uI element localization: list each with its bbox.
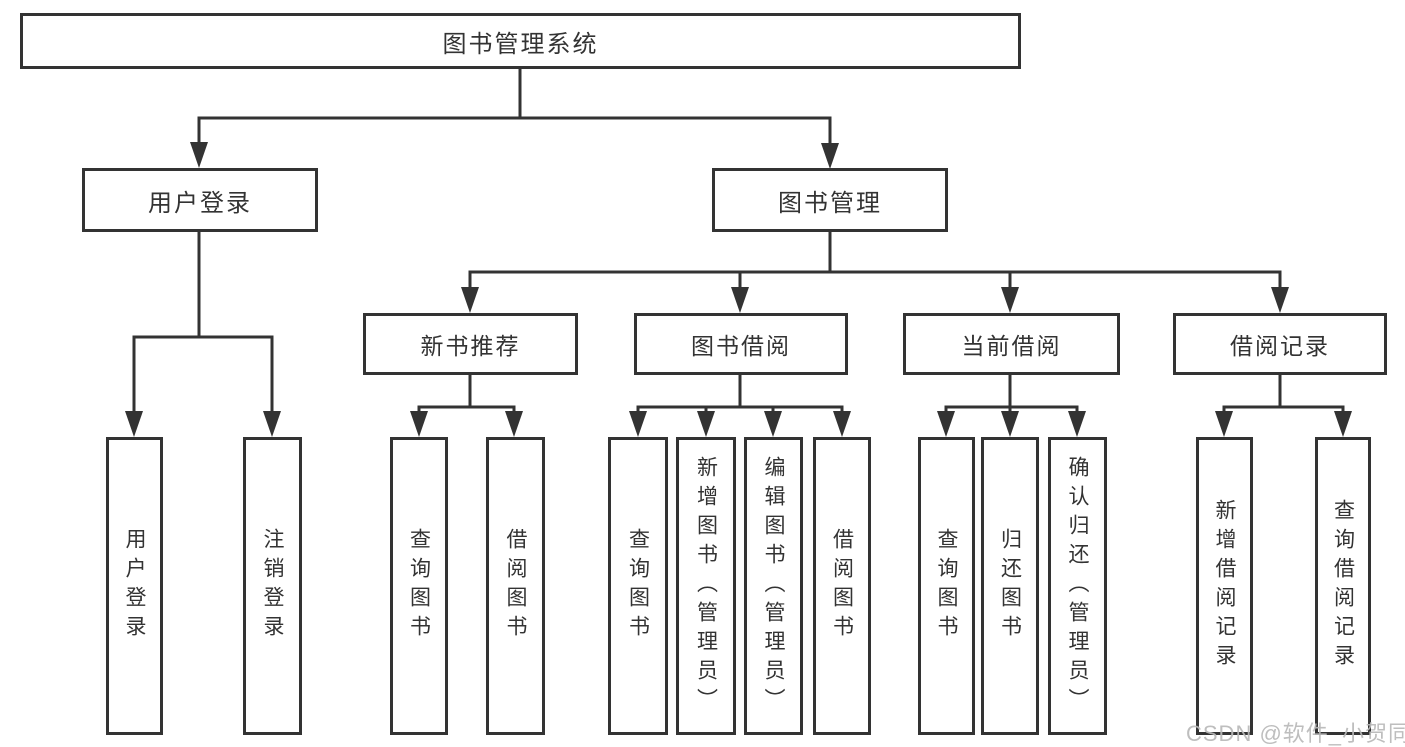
connector-book-management-to-level3 [461,229,1289,313]
leaf-add-borrow-record-label: 新增借阅记录 [1213,499,1236,673]
arrowhead-icon [1068,411,1086,437]
leaf-borrow-books-recommend-label: 借阅图书 [504,528,527,644]
arrowhead-icon [731,287,749,313]
leaf-query-books-borrow-label: 查询图书 [626,528,650,644]
arrowhead-icon [833,411,851,437]
node-root: 图书管理系统 [20,13,1021,69]
leaf-add-borrow-record: 新增借阅记录 [1196,437,1253,735]
leaf-add-books-admin-label: 新增图书（管理员） [694,455,718,717]
arrowhead-icon [821,143,839,169]
leaf-edit-books-admin: 编辑图书（管理员） [744,437,803,735]
leaf-query-books-recommend-label: 查询图书 [407,528,431,644]
node-user-login-label: 用户登录 [148,189,252,217]
leaf-query-borrow-record: 查询借阅记录 [1315,437,1371,735]
connector-borrow-records-to-leaves [1215,374,1352,437]
leaf-borrow-books-label: 借阅图书 [830,528,854,644]
leaf-query-books-current-label: 查询图书 [935,528,958,644]
connector-user-login-to-leaves [125,229,281,437]
node-book-borrow-label: 图书借阅 [691,333,791,359]
arrowhead-icon [1001,287,1019,313]
leaf-borrow-books: 借阅图书 [813,437,871,735]
connector-book-borrow-to-leaves [629,373,851,437]
node-book-management: 图书管理 [712,168,948,232]
csdn-watermark: CSDN @软件_小贺同学 [1186,721,1405,746]
node-book-management-label: 图书管理 [778,189,882,217]
arrowhead-icon [190,142,208,168]
node-borrow-records: 借阅记录 [1173,313,1387,375]
node-new-book-recommend: 新书推荐 [363,313,578,375]
connector-current-borrow-to-leaves [937,373,1086,437]
leaf-return-books-label: 归还图书 [998,528,1022,644]
leaf-confirm-return-admin: 确认归还（管理员） [1048,437,1107,735]
leaf-query-books-borrow: 查询图书 [608,437,668,735]
leaf-confirm-return-admin-label: 确认归还（管理员） [1066,455,1089,717]
connector-new-book-recommend-to-leaves [410,373,523,437]
leaf-return-books: 归还图书 [981,437,1039,735]
arrowhead-icon [1334,411,1352,437]
node-current-borrow: 当前借阅 [903,313,1120,375]
leaf-user-login-label: 用户登录 [123,528,146,644]
arrowhead-icon [937,411,955,437]
leaf-query-books-current: 查询图书 [918,437,975,735]
connector-root-to-level2 [190,67,839,169]
arrowhead-icon [410,411,428,437]
arrowhead-icon [1001,411,1019,437]
node-root-label: 图书管理系统 [442,30,599,58]
leaf-query-books-recommend: 查询图书 [390,437,448,735]
arrowhead-icon [505,411,523,437]
arrowhead-icon [764,411,782,437]
leaf-user-login: 用户登录 [106,437,163,735]
arrowhead-icon [461,287,479,313]
leaf-query-borrow-record-label: 查询借阅记录 [1331,499,1355,673]
node-user-login: 用户登录 [82,168,318,232]
leaf-borrow-books-recommend: 借阅图书 [486,437,545,735]
node-borrow-records-label: 借阅记录 [1230,333,1330,359]
arrowhead-icon [1215,411,1233,437]
node-new-book-recommend-label: 新书推荐 [420,333,521,359]
leaf-edit-books-admin-label: 编辑图书（管理员） [762,455,785,717]
node-book-borrow: 图书借阅 [634,313,848,375]
leaf-logout: 注销登录 [243,437,302,735]
arrowhead-icon [697,411,715,437]
node-current-borrow-label: 当前借阅 [961,333,1062,359]
arrowhead-icon [263,411,281,437]
leaf-add-books-admin: 新增图书（管理员） [676,437,736,735]
arrowhead-icon [125,411,143,437]
arrowhead-icon [629,411,647,437]
leaf-logout-label: 注销登录 [261,528,284,644]
arrowhead-icon [1271,287,1289,313]
